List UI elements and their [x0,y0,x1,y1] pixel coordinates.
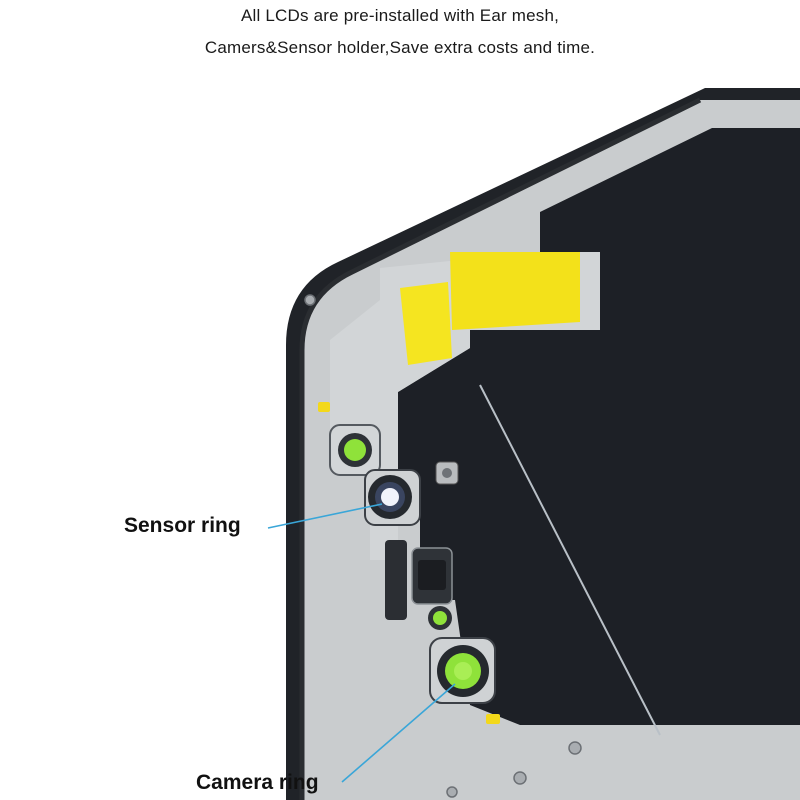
frame-screws [304,294,582,798]
caption-line-2: Camers&Sensor holder,Save extra costs an… [204,38,596,57]
sensor-ring-callout-line [267,503,383,529]
yellow-tape [450,252,580,330]
lcd-black-panel [398,128,800,725]
sensor-holder [329,424,496,704]
camera-ring-callout-line [341,683,456,783]
camera-ring-label: Camera ring [196,771,319,794]
caption-line-1: All LCDs are pre-installed with Ear mesh… [240,6,560,25]
sensor-ring-label: Sensor ring [124,514,241,537]
